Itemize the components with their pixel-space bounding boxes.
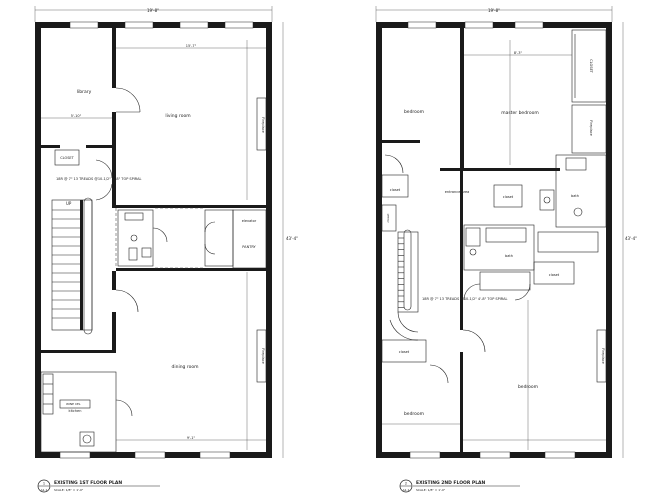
- second-fireplace-1-label: Fireplace: [589, 120, 593, 136]
- second-overall-width: 19'-8": [488, 8, 500, 13]
- first-closet-label: CLOSET: [60, 156, 74, 160]
- first-elevator-label: elevator: [242, 219, 257, 223]
- first-dining-label: dining room: [172, 364, 199, 370]
- first-stair-note: 18R @ 7" 13 TREADS @10-1/2" 4'-8" TOP SP…: [56, 177, 141, 181]
- first-pantry-label: PANTRY: [242, 245, 256, 249]
- second-master-bedroom-label: master bedroom: [501, 110, 538, 116]
- second-bath-2-label: bath: [505, 254, 513, 258]
- first-overall-depth: 43'-4": [286, 236, 298, 241]
- first-fireplace-lower: [256, 329, 267, 383]
- second-closet-a-label: closet: [390, 188, 401, 192]
- first-wine-label: WINE CEL: [66, 402, 81, 406]
- first-library-dim: 5'-10": [71, 114, 82, 118]
- second-stair-note: 18R @ 7" 13 TREADS @10-1/2" 4'-8" TOP SP…: [422, 297, 507, 301]
- second-plan-title: EXISTING 2ND FLOOR PLAN: [416, 480, 486, 486]
- first-stair: UP: [51, 197, 93, 335]
- first-kitchen-label: kitchen: [69, 409, 82, 413]
- second-overall-depth: 43'-4": [625, 236, 637, 241]
- first-floor-plan: 19'-8" 43'-4": [34, 6, 298, 493]
- first-plan-number: 1: [43, 482, 45, 486]
- first-plan-sheet: A1.1: [41, 488, 48, 492]
- second-bath-1-label: bath: [571, 194, 579, 198]
- first-fireplace-upper: [256, 97, 267, 151]
- second-plan-scale: SCALE: 1/8" = 1'-0": [416, 488, 446, 492]
- first-living-dim: 15'-7": [186, 44, 197, 48]
- second-plan-number: 2: [405, 482, 407, 486]
- first-plan-scale: SCALE: 1/8" = 1'-0": [54, 488, 84, 492]
- second-stair: [389, 229, 419, 341]
- first-library-label: library: [77, 89, 92, 95]
- second-closet-c-label: closet: [386, 213, 390, 223]
- first-left-wall: [35, 22, 41, 458]
- first-living-label: living room: [165, 113, 190, 119]
- second-entrance-label: entrance area: [445, 190, 470, 194]
- second-plan-sheet: A1.1: [403, 488, 410, 492]
- second-bedroom-rear-left-label: bedroom: [404, 411, 424, 417]
- second-closet-b-label: closet: [503, 195, 514, 199]
- first-front-wall: [35, 22, 272, 28]
- second-closet-e-label: closet: [399, 350, 410, 354]
- first-overall-width: 19'-8": [147, 8, 159, 13]
- second-fireplace-2-label: Fireplace: [601, 348, 605, 364]
- first-plan-title: EXISTING 1ST FLOOR PLAN: [54, 480, 122, 486]
- first-fireplace-lower-label: Fireplace: [261, 348, 265, 364]
- second-master-dim: 8'-3": [514, 51, 523, 55]
- first-stair-up: UP: [66, 201, 72, 206]
- first-dining-dim: 9'-1": [187, 436, 196, 440]
- second-bedroom-front-left-label: bedroom: [404, 109, 424, 115]
- first-right-wall: [266, 22, 272, 458]
- second-closet-vertical-label: CLOSET: [589, 59, 593, 73]
- second-floor-plan: 19'-8" 43'-4" closet bedroom CLOSET Fire…: [375, 6, 637, 493]
- second-closet-d-label: closet: [549, 273, 560, 277]
- first-fireplace-upper-label: Fireplace: [261, 117, 265, 133]
